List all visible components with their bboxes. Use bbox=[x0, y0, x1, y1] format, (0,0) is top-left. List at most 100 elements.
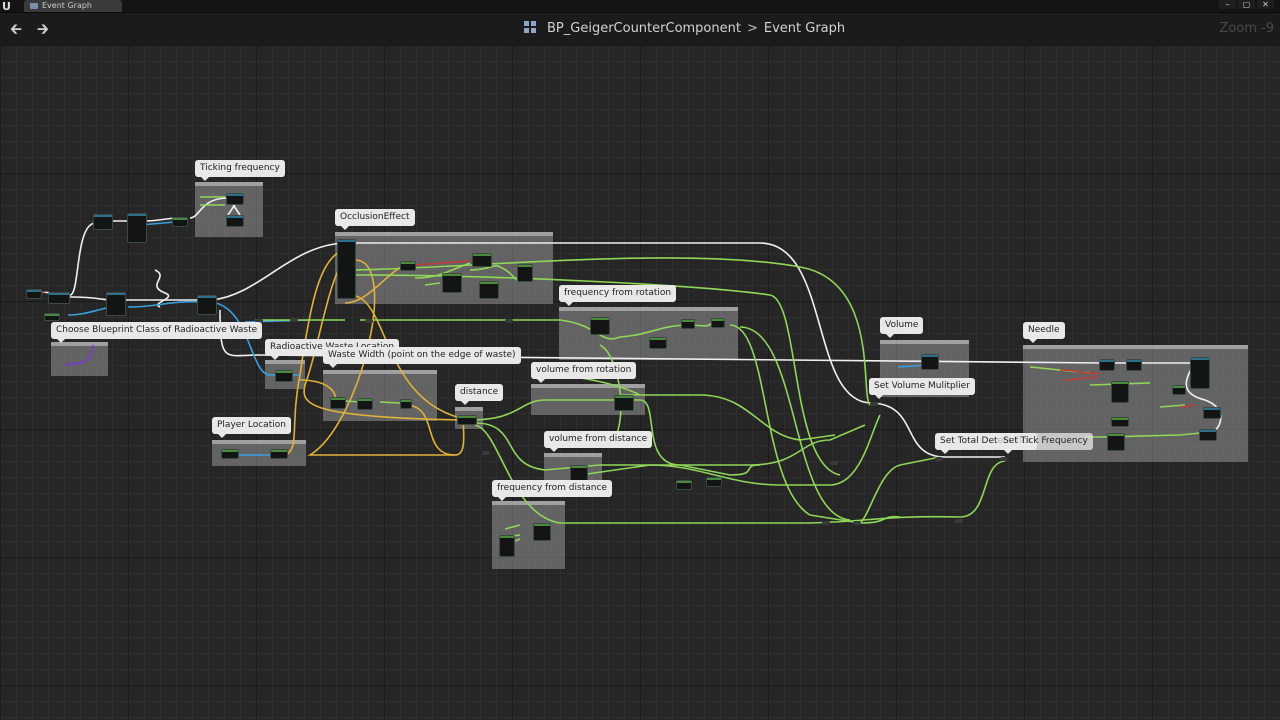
math-node[interactable] bbox=[357, 398, 373, 410]
reroute-node[interactable] bbox=[830, 461, 838, 465]
math-node[interactable] bbox=[533, 523, 551, 541]
comment-title-player-location[interactable]: Player Location bbox=[212, 417, 291, 438]
exec-wire bbox=[154, 269, 170, 308]
comment-waste-width[interactable] bbox=[323, 370, 437, 421]
blueprint-icon bbox=[524, 21, 538, 33]
math-node[interactable] bbox=[614, 395, 634, 411]
math-node[interactable] bbox=[442, 273, 462, 293]
get-all-actors-node[interactable] bbox=[106, 292, 126, 316]
branch-node[interactable] bbox=[1199, 429, 1217, 441]
breadcrumb: BP_GeigerCounterComponent>Event Graph bbox=[524, 20, 845, 38]
math-node[interactable] bbox=[400, 261, 416, 271]
comment-ticking-frequency[interactable] bbox=[195, 182, 263, 237]
float-wire bbox=[200, 196, 225, 206]
float-wire bbox=[474, 424, 1006, 524]
reroute-node[interactable] bbox=[822, 521, 830, 525]
close-button[interactable]: ✕ bbox=[1257, 0, 1274, 9]
object-wire bbox=[67, 300, 300, 376]
reroute-node[interactable] bbox=[1000, 457, 1008, 461]
math-node[interactable] bbox=[400, 399, 412, 409]
class-wire bbox=[64, 344, 94, 366]
get-location-node[interactable] bbox=[275, 370, 293, 382]
math-node[interactable] bbox=[330, 397, 346, 409]
math-node[interactable] bbox=[1107, 433, 1125, 451]
back-button[interactable]: 🡰 bbox=[6, 19, 26, 39]
get-location-node[interactable] bbox=[270, 449, 288, 459]
math-node[interactable] bbox=[1111, 417, 1129, 427]
maximize-button[interactable]: ▢ bbox=[1238, 0, 1255, 9]
minimize-button[interactable]: – bbox=[1219, 0, 1236, 9]
math-node[interactable] bbox=[172, 217, 188, 227]
branch-node[interactable] bbox=[226, 193, 244, 205]
reroute-node[interactable] bbox=[482, 451, 490, 455]
tab-event-graph[interactable]: Event Graph bbox=[24, 0, 122, 12]
breadcrumb-graph[interactable]: Event Graph bbox=[763, 21, 846, 36]
comment-title-choose-blueprint[interactable]: Choose Blueprint Class of Radioactive Wa… bbox=[51, 322, 263, 343]
math-node[interactable] bbox=[472, 253, 492, 267]
math-node[interactable] bbox=[681, 319, 695, 329]
for-each-node[interactable] bbox=[197, 295, 217, 315]
math-node[interactable] bbox=[649, 337, 667, 349]
comment-title-set-tick-frequency[interactable]: Set Tick Frequency bbox=[998, 433, 1093, 454]
needle-set-node[interactable] bbox=[1126, 359, 1142, 371]
comment-title-volume-from-rotation[interactable]: volume from rotation bbox=[531, 362, 637, 383]
needle-set-node[interactable] bbox=[1099, 359, 1115, 371]
exec-wire bbox=[69, 242, 1005, 458]
reroute-node[interactable] bbox=[255, 319, 263, 323]
float-wire bbox=[739, 326, 941, 524]
set-timer-node[interactable] bbox=[93, 214, 113, 230]
comment-title-frequency-from-rotation[interactable]: frequency from rotation bbox=[559, 285, 677, 306]
float-wire bbox=[469, 399, 761, 476]
needle-rotation-node[interactable] bbox=[1190, 357, 1210, 389]
reroute-node[interactable] bbox=[365, 319, 373, 323]
branch-node[interactable] bbox=[1203, 407, 1221, 419]
math-node[interactable] bbox=[590, 317, 610, 335]
reroute-node[interactable] bbox=[870, 402, 878, 406]
comment-title-distance[interactable]: distance bbox=[455, 384, 504, 405]
vector-wire bbox=[303, 254, 461, 421]
comment-title-set-volume-multiplier[interactable]: Set Volume Mulitplier bbox=[869, 378, 975, 399]
math-node[interactable] bbox=[517, 264, 533, 282]
math-node[interactable] bbox=[706, 477, 722, 487]
event-graph-canvas[interactable]: Ticking frequency OcclusionEffect Choose… bbox=[0, 45, 1280, 720]
comment-title-needle[interactable]: Needle bbox=[1023, 322, 1065, 343]
math-node[interactable] bbox=[1172, 385, 1186, 395]
comment-title-volume-from-distance[interactable]: volume from distance bbox=[544, 431, 653, 452]
wire-layer bbox=[29, 196, 1222, 546]
math-node[interactable] bbox=[479, 281, 499, 299]
comment-title-occlusion-effect[interactable]: OcclusionEffect bbox=[335, 209, 415, 230]
comment-title-volume[interactable]: Volume bbox=[880, 317, 924, 338]
reroute-node[interactable] bbox=[853, 521, 861, 525]
reroute-node[interactable] bbox=[290, 318, 298, 322]
reroute-node[interactable] bbox=[955, 519, 963, 523]
float-wire bbox=[354, 274, 841, 476]
event-node[interactable] bbox=[26, 289, 42, 299]
comment-title-frequency-from-distance[interactable]: frequency from distance bbox=[492, 480, 612, 501]
line-trace-node[interactable] bbox=[337, 239, 356, 299]
function-node[interactable] bbox=[127, 213, 147, 243]
forward-button[interactable]: 🡲 bbox=[33, 19, 53, 39]
comment-frequency-from-rotation[interactable] bbox=[559, 307, 738, 360]
unreal-logo-icon: U bbox=[2, 0, 11, 13]
comment-title-ticking-frequency[interactable]: Ticking frequency bbox=[195, 160, 285, 181]
variable-node[interactable] bbox=[44, 313, 60, 321]
comment-player-location[interactable] bbox=[212, 440, 306, 466]
reroute-node[interactable] bbox=[505, 319, 513, 323]
breadcrumb-blueprint[interactable]: BP_GeigerCounterComponent bbox=[547, 21, 741, 36]
branch-node[interactable] bbox=[226, 215, 244, 227]
get-location-node[interactable] bbox=[221, 449, 239, 459]
sequence-node[interactable] bbox=[48, 292, 70, 304]
math-node[interactable] bbox=[711, 318, 725, 328]
set-volume-node[interactable] bbox=[921, 354, 939, 370]
distance-node[interactable] bbox=[457, 415, 477, 425]
object-wire bbox=[139, 221, 931, 456]
math-node[interactable] bbox=[499, 535, 515, 557]
float-wire bbox=[474, 422, 866, 471]
reroute-node[interactable] bbox=[935, 457, 943, 461]
graph-icon bbox=[30, 3, 38, 9]
math-node[interactable] bbox=[676, 480, 692, 490]
math-node[interactable] bbox=[1111, 381, 1129, 403]
comment-choose-blueprint[interactable] bbox=[51, 342, 108, 376]
comment-title-waste-width[interactable]: Waste Width (point on the edge of waste) bbox=[323, 347, 521, 368]
window-title-bar: U Event Graph – ▢ ✕ bbox=[0, 0, 1280, 13]
